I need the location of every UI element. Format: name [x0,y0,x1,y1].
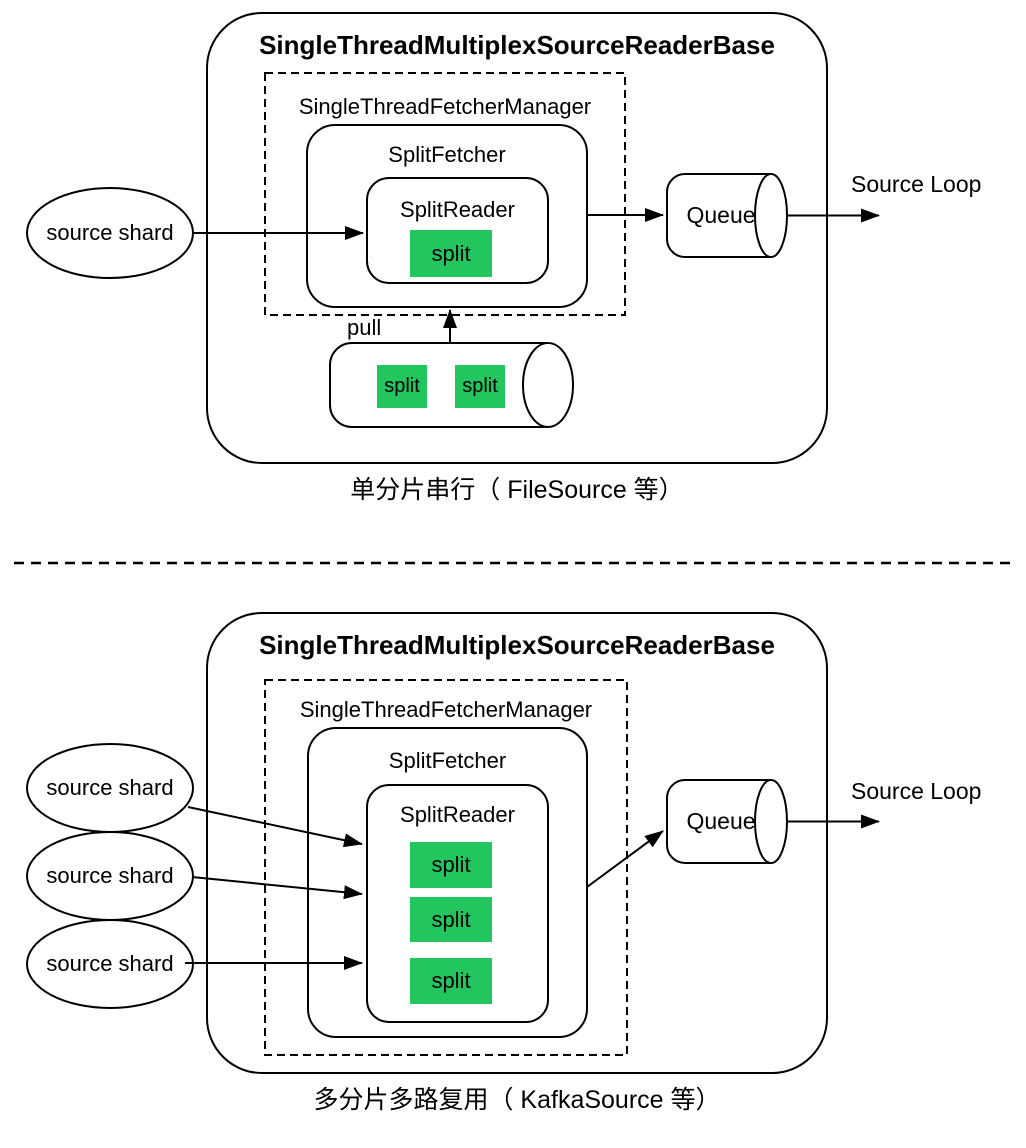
top-buffer-cylinder-face [522,342,574,428]
bottom-reader-base-box [206,612,828,1074]
top-queue-cylinder-body [666,173,771,258]
top-split-reader-label: SplitReader [400,197,515,222]
bottom-reader-base-title: SingleThreadMultiplexSourceReaderBase [259,630,775,660]
bottom-queue-cylinder-body [666,779,771,864]
bottom-arrow-shard2-to-reader [191,876,363,900]
bottom-source-shard-label-1: source shard [46,775,174,800]
top-reader-base-title: SingleThreadMultiplexSourceReaderBase [259,30,775,60]
top-buffer-split-box-2: split [455,365,505,408]
bottom-arrow-fetcher-to-queue [586,830,664,888]
bottom-section-caption: 多分片多路复用（ KafkaSource 等） [313,1086,721,1114]
bottom-arrow-shard1-to-reader [187,806,363,848]
top-reader-split-box: split [410,230,492,277]
top-split-fetcher-label: SplitFetcher [388,142,506,167]
top-queue-label: Queue [686,202,756,228]
top-source-loop-label: Source Loop [851,171,982,197]
top-fetcher-manager-label: SingleThreadFetcherManager [298,94,592,119]
bottom-split-reader-label: SplitReader [400,802,515,827]
bottom-reader-split-box-3: split [410,958,492,1004]
top-reader-base-box [206,12,828,464]
bottom-source-shard-label-2: source shard [46,863,174,888]
top-buffer-cylinder-body [329,342,548,428]
bottom-split-fetcher-box [307,727,588,1038]
bottom-split-fetcher-label: SplitFetcher [388,748,507,773]
top-source-shard-label: source shard [46,220,174,245]
top-pull-label: pull [347,315,382,340]
bottom-source-loop-label: Source Loop [851,778,982,804]
bottom-reader-split-box-2: split [410,897,492,942]
bottom-reader-split-box-1: split [410,842,492,888]
top-buffer-split-box-1: split [377,365,427,408]
bottom-queue-label: Queue [686,808,756,834]
bottom-split-reader-box [366,784,549,1023]
top-section-caption: 单分片串行（ FileSource 等） [350,476,684,504]
bottom-fetcher-manager-box [264,679,628,1056]
bottom-source-shard-label-3: source shard [46,951,174,976]
bottom-fetcher-manager-label: SingleThreadFetcherManager [299,697,593,722]
top-split-reader-box [366,177,549,284]
